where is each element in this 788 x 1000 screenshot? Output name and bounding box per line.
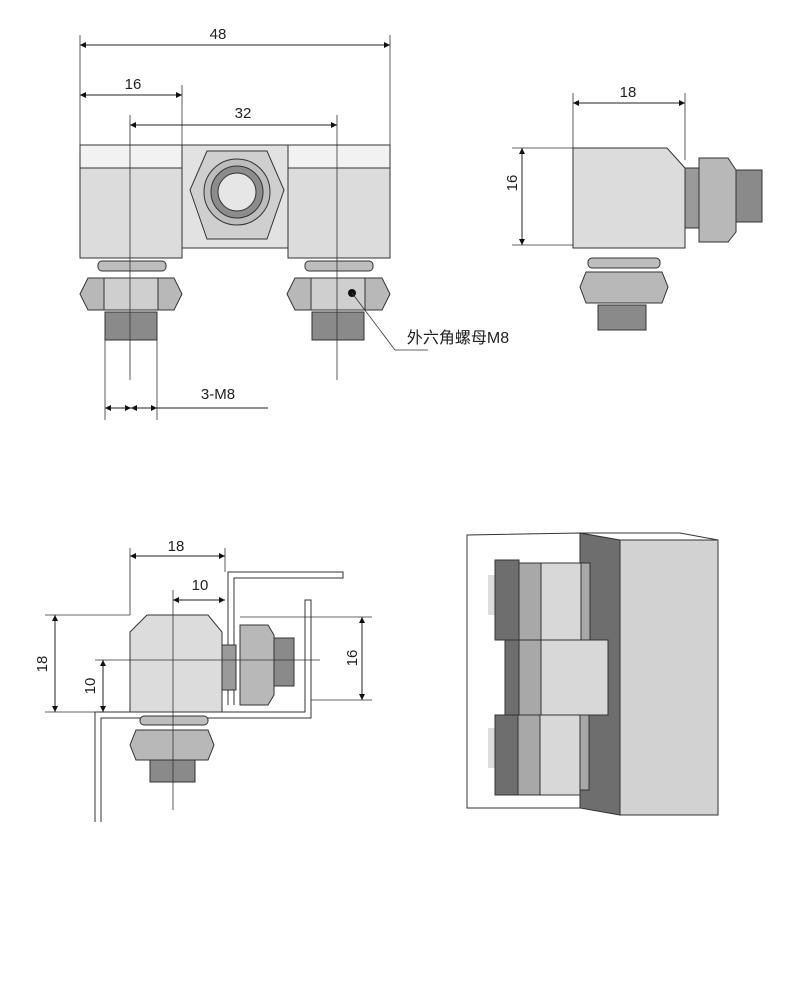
knuckle-middle [504,639,609,716]
nut-right [286,260,391,341]
nut-callout: 外六角螺母M8 [407,329,509,347]
dim-18-width: 18 [168,538,185,555]
dim-16: 16 [125,76,142,93]
isometric-view [466,532,719,816]
knuckle-top [494,559,591,641]
knuckle-bottom [494,714,590,796]
dim-32: 32 [235,105,252,122]
mounted-view: 18 10 18 10 16 [34,538,372,822]
dim-18: 18 [620,84,637,101]
hinge-body-front [79,144,391,259]
dim-16-height: 16 [344,650,361,667]
side-view: 18 16 [504,84,763,331]
dim-10-center: 10 [82,678,99,695]
dim-16-vertical: 16 [504,175,521,192]
dim-48: 48 [210,26,227,43]
dim-10-offset: 10 [192,577,209,594]
dim-18-height: 18 [34,656,51,673]
front-view: 48 16 32 3-M8 外六角螺母M8 [79,26,509,420]
nut-left [79,260,183,341]
thread-note: 3-M8 [201,386,235,403]
